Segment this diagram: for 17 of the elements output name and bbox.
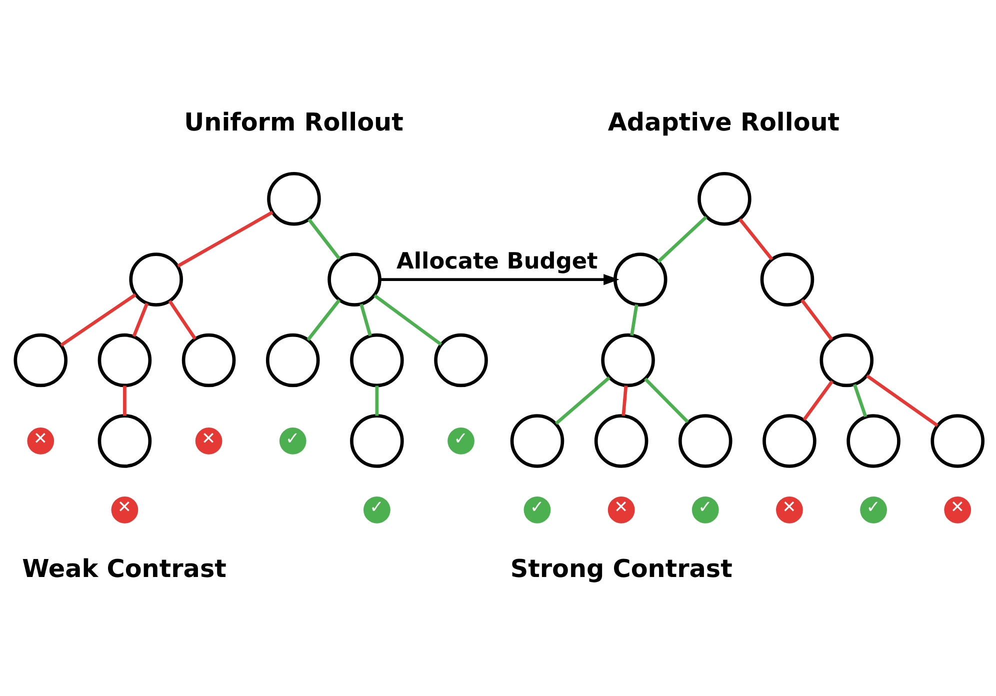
node-label: ✕ — [201, 427, 216, 448]
node-label: ✕ — [614, 496, 628, 516]
node-label: ✓ — [286, 427, 300, 448]
node-label: ✕ — [950, 496, 964, 516]
node-label: ✓ — [698, 496, 712, 516]
label: Adaptive Rollout — [608, 107, 840, 136]
edge-label: Allocate Budget — [396, 248, 598, 274]
node-label: ✕ — [33, 427, 48, 448]
node-label: ✓ — [370, 496, 384, 516]
node-label: ✓ — [530, 496, 544, 516]
node-label: ✕ — [782, 496, 796, 516]
node-label: ✓ — [866, 496, 880, 516]
label: Weak Contrast — [22, 553, 226, 582]
node-label: ✕ — [117, 496, 132, 516]
node-label: ✓ — [454, 427, 468, 448]
label: Uniform Rollout — [184, 107, 404, 136]
label: Strong Contrast — [510, 553, 732, 582]
